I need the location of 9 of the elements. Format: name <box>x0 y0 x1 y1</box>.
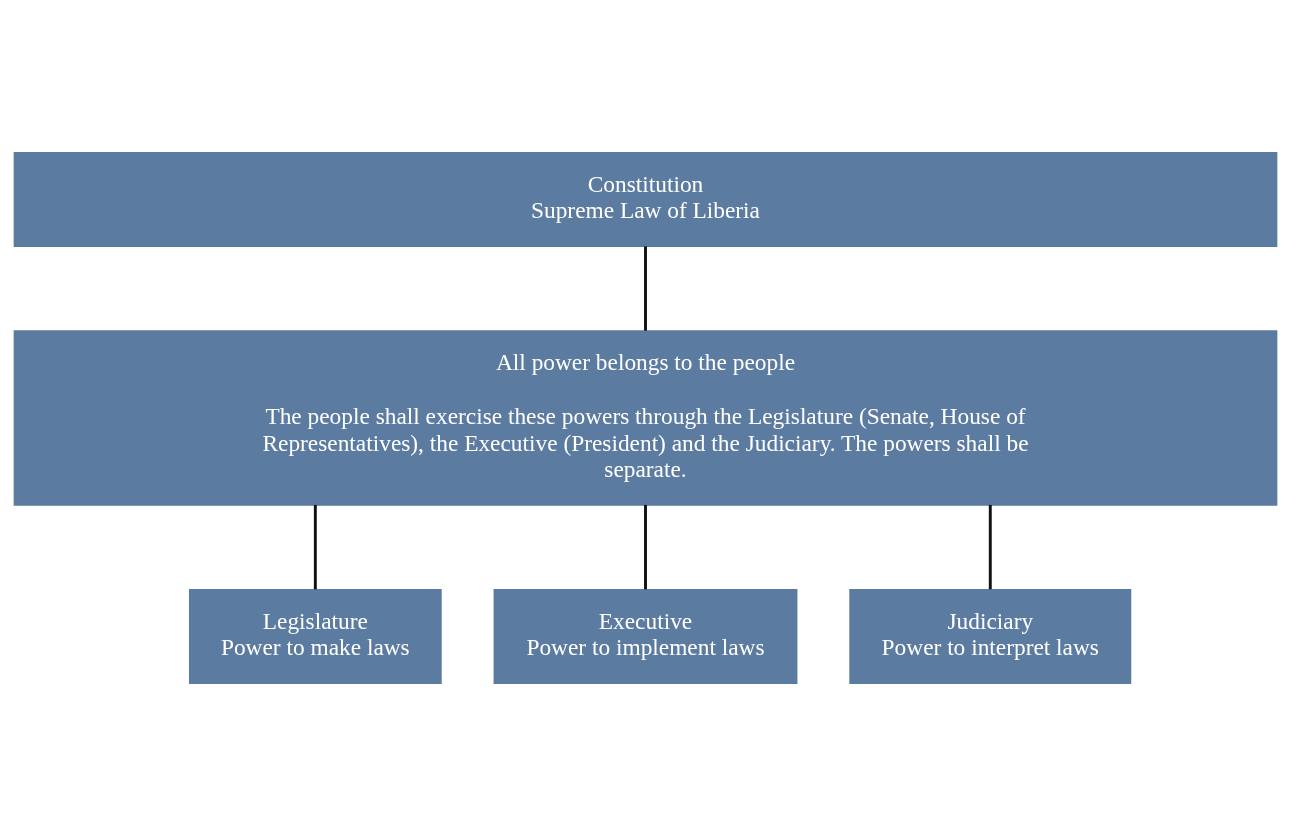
node-box: Executive Power to implement laws <box>493 588 798 684</box>
connector <box>313 504 317 589</box>
node-box: All power belongs to the people The people shall exercise these powers through the Legislature (Senate, House of Representatives), the Executive (President) and the Judiciary. The powers shall be separate. <box>13 329 1278 506</box>
node-box: Legislature Power to make laws <box>188 588 442 684</box>
node-box: Judiciary Power to interpret laws <box>849 588 1132 684</box>
connector <box>988 504 992 589</box>
connector <box>644 504 647 589</box>
connector <box>644 245 647 331</box>
node-box: Constitution Supreme Law of Liberia <box>13 151 1278 247</box>
